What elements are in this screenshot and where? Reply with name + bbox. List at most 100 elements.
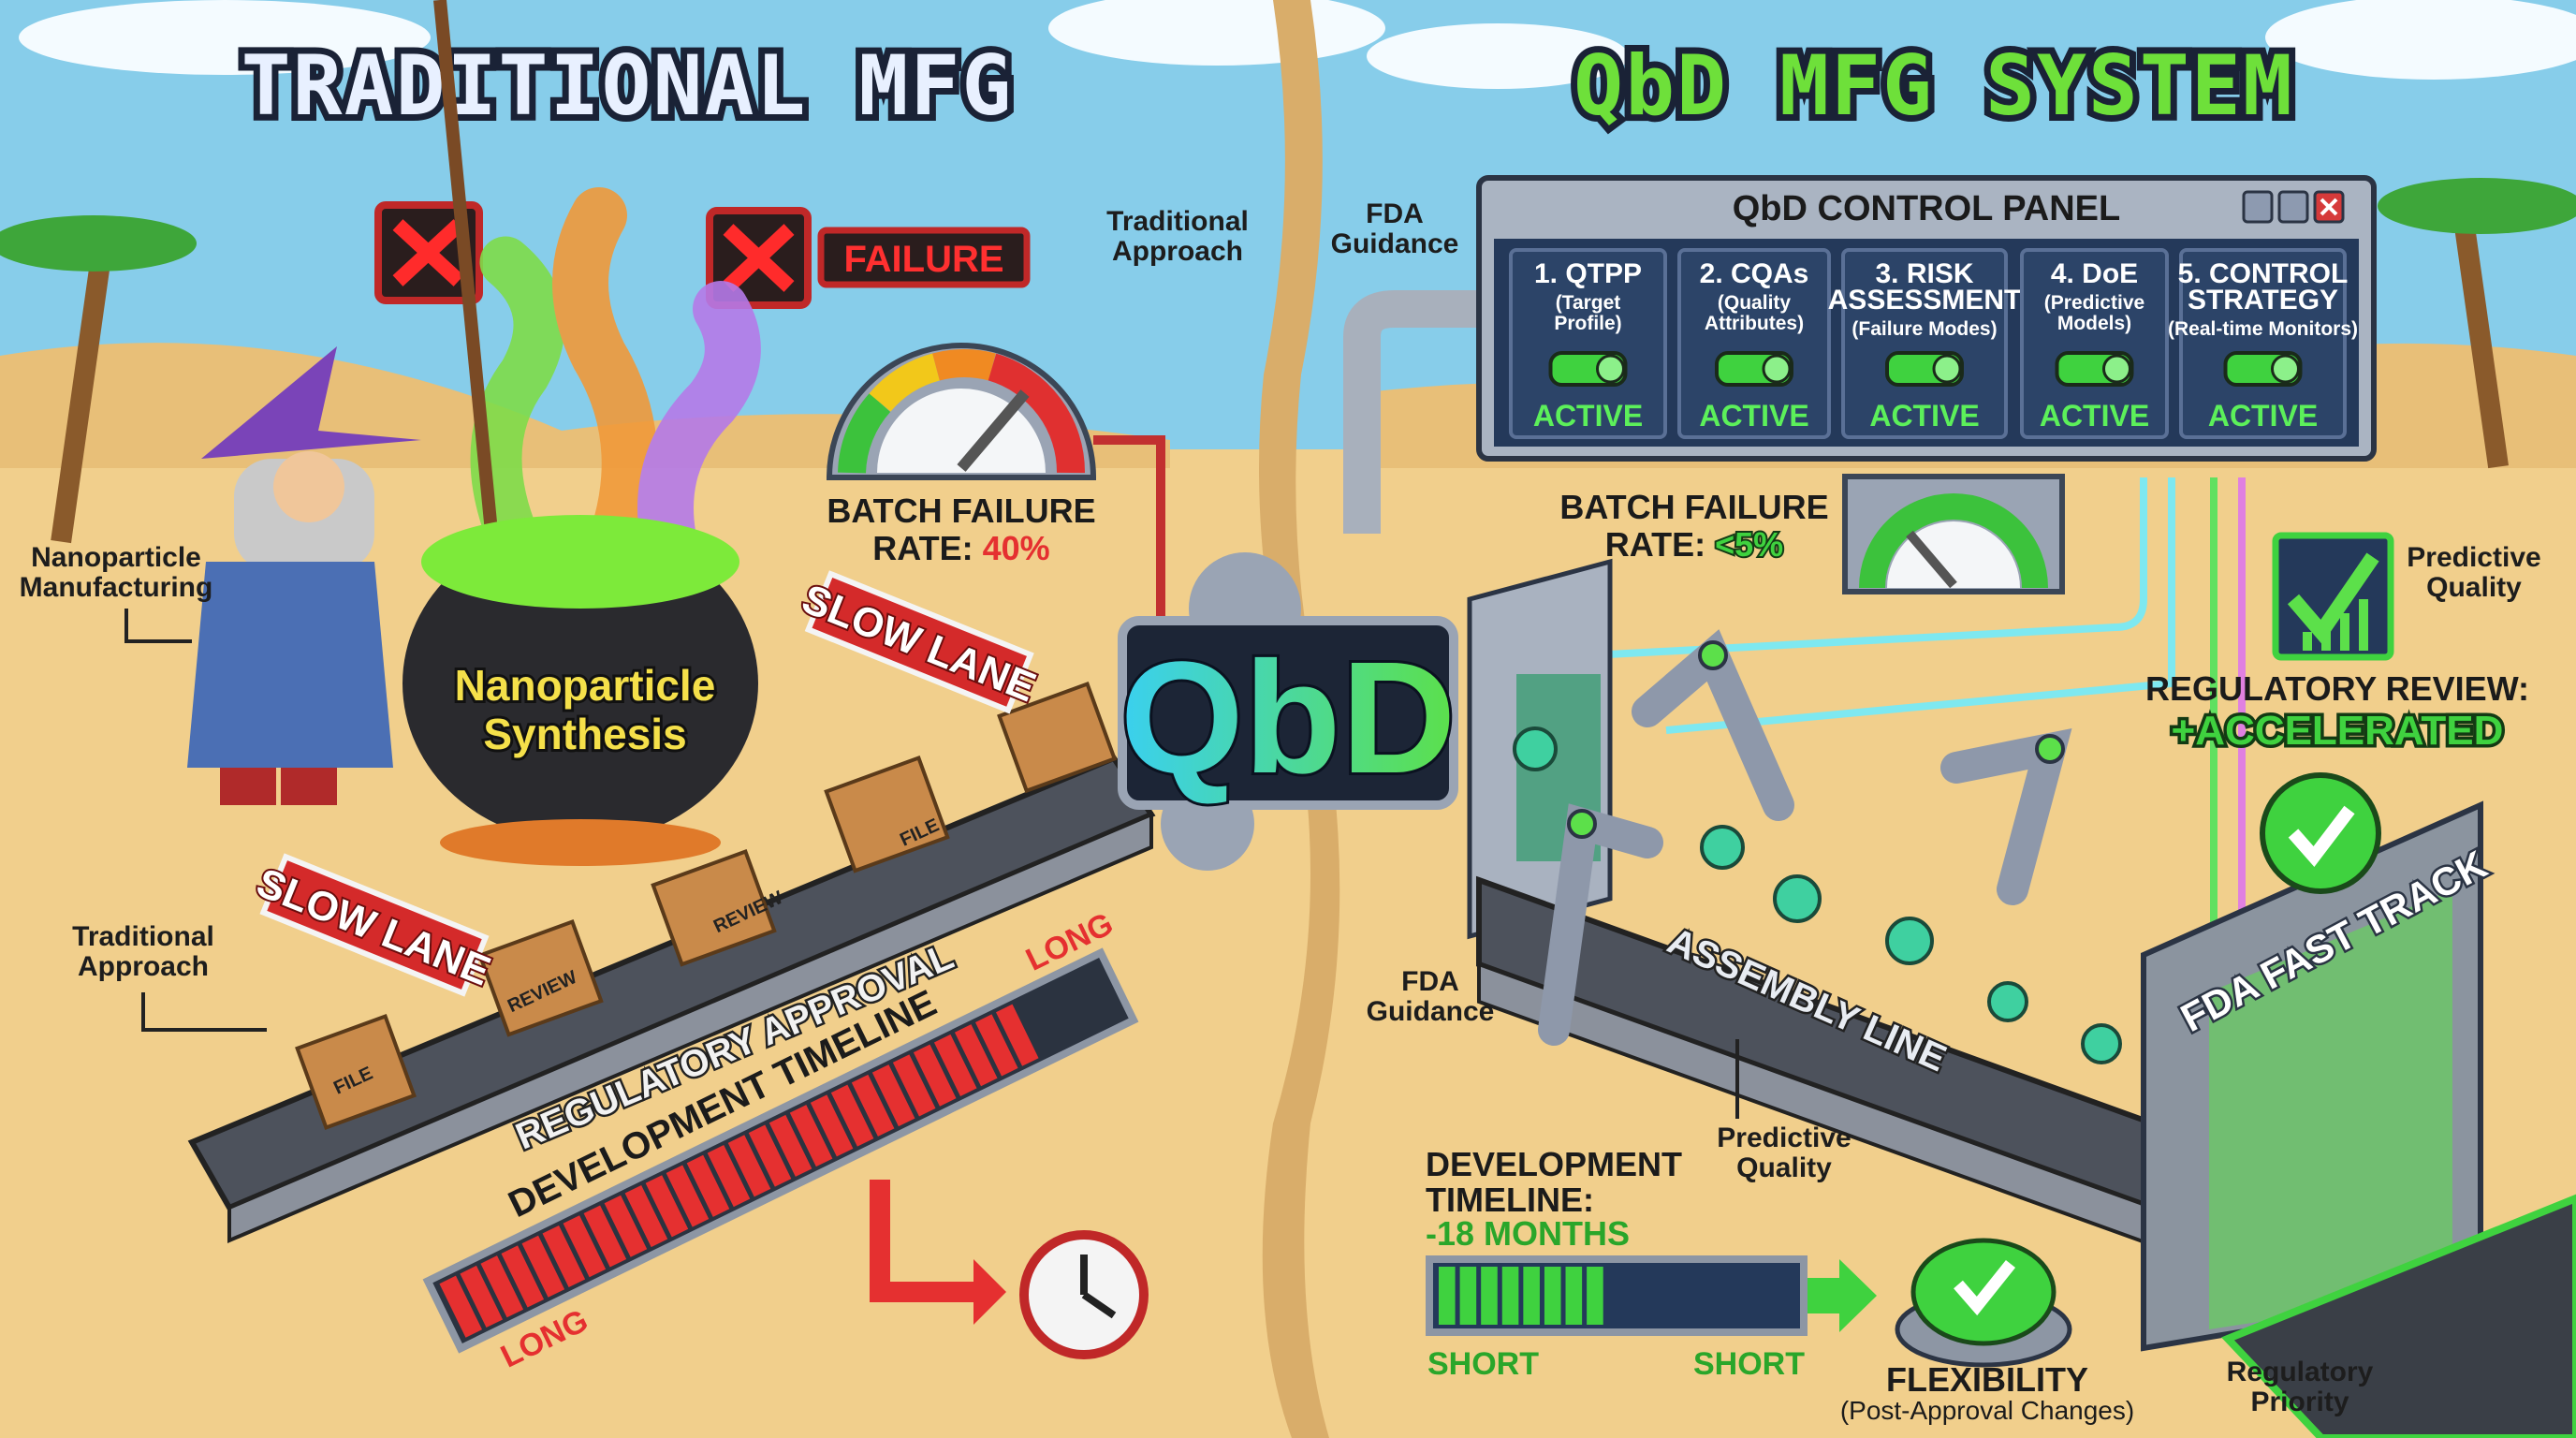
timeline-segment: [1459, 1267, 1477, 1325]
regulatory-review-label: REGULATORY REVIEW:: [2145, 669, 2529, 708]
step-title: 3. RISK: [1875, 258, 1973, 289]
development-timeline-qbd: [1426, 1255, 1877, 1336]
timeline-segment: [542, 1225, 586, 1288]
timeline-segment: [727, 1135, 771, 1197]
red-arrow-icon: [870, 1180, 973, 1302]
timeline-segment: [768, 1114, 812, 1177]
step-status: ACTIVE: [1699, 399, 1808, 433]
timeline-segment: [851, 1074, 895, 1137]
check-icon: [1954, 1259, 2016, 1316]
svg-text:Synthesis: Synthesis: [483, 710, 686, 758]
timeline-segment: [583, 1205, 627, 1268]
flexibility-subtitle: (Post-Approval Changes): [1840, 1396, 2134, 1425]
timeline-segment: [439, 1275, 483, 1338]
timeline-segment: [810, 1094, 854, 1157]
batch-failure-rate-qbd: RATE: <5%: [1605, 525, 1783, 564]
minimize-button[interactable]: [2242, 190, 2274, 224]
gauge-traditional: [826, 343, 1165, 618]
approved-check-icon: [2260, 772, 2381, 894]
svg-text:FAILURE: FAILURE: [843, 239, 1003, 280]
timeline-segment: [1501, 1267, 1519, 1325]
step-title: 1. QTPP: [1534, 258, 1642, 289]
timeline-end-qbd: SHORT: [1693, 1346, 1805, 1382]
batch-failure-rate: RATE: 40%: [872, 529, 1049, 567]
close-button[interactable]: [2313, 190, 2345, 224]
close-icon: [2320, 198, 2338, 216]
clock-icon: [1019, 1230, 1149, 1359]
timeline-fill: [439, 1004, 1039, 1338]
flexibility-title: FLEXIBILITY: [1886, 1360, 2088, 1399]
qbd-logo-sign: QbD: [1118, 552, 1458, 871]
timeline-segment: [480, 1255, 524, 1318]
timeline-segment: [1565, 1267, 1583, 1325]
toggle-switch[interactable]: [1548, 351, 1628, 387]
flexibility-button[interactable]: [1895, 1238, 2072, 1368]
gauge-needle: [957, 389, 1030, 472]
timeline-segment: [1544, 1267, 1561, 1325]
timeline-segment: [789, 1105, 833, 1167]
cauldron: Nanoparticle Synthesis: [402, 515, 758, 866]
timeline-segment: [830, 1084, 874, 1147]
timeline-segment: [1481, 1267, 1498, 1325]
toggle-switch[interactable]: [1715, 351, 1793, 387]
step-status: ACTIVE: [2208, 399, 2318, 433]
maximize-button[interactable]: [2277, 190, 2309, 224]
step-subtitle: Models): [2057, 313, 2131, 334]
toggle-switch[interactable]: [1885, 351, 1964, 387]
palm-tree-icon: [0, 178, 2576, 544]
step-title: 4. DoE: [2051, 258, 2138, 289]
timeline-segment: [748, 1124, 792, 1187]
step-subtitle: (Target: [1556, 292, 1621, 314]
timeline-segment: [995, 1004, 1039, 1066]
assembly-line-conveyor: ASSEMBLY LINE: [1476, 726, 2156, 1248]
step-title: ASSESSMENT: [1828, 285, 2022, 315]
timeline-segment: [501, 1245, 545, 1308]
step-title: 5. CONTROL: [2178, 258, 2349, 289]
step-status: ACTIVE: [1533, 399, 1643, 433]
step-subtitle: Profile): [1554, 313, 1621, 334]
smoke-plumes: [470, 187, 761, 590]
svg-text:Nanoparticle: Nanoparticle: [455, 661, 716, 710]
timeline-segment: [707, 1145, 751, 1208]
error-x-icon: [374, 201, 483, 304]
step-title: 2. CQAs: [1700, 258, 1809, 289]
gauge-needle: [1906, 530, 1957, 589]
step-title: STRATEGY: [2188, 285, 2338, 315]
batch-failure-label: BATCH FAILURE: [827, 492, 1095, 530]
robot-joint: [1567, 640, 2065, 839]
step-status: ACTIVE: [1869, 399, 1979, 433]
timeline-segment: [913, 1044, 957, 1107]
timeline-segment: [933, 1034, 977, 1096]
document-box: FILE: [824, 756, 950, 873]
timeline-value-qbd: -18 MONTHS: [1426, 1214, 1630, 1253]
timeline-segment: [604, 1195, 648, 1257]
document-box: FILE: [295, 1014, 417, 1130]
nanoparticle-product: [1513, 726, 2122, 1064]
wizard: [187, 0, 503, 805]
title-qbd: QbD MFG SYSTEM: [1573, 37, 2294, 134]
timeline-segment: [1587, 1267, 1603, 1325]
toggle-switch[interactable]: [2223, 351, 2303, 387]
timeline-segment: [460, 1265, 504, 1328]
regulatory-review-value: +ACCELERATED: [2172, 708, 2504, 754]
step-subtitle: (Failure Modes): [1852, 318, 1997, 340]
toggle-switch[interactable]: [2055, 351, 2134, 387]
arrow-icon: [141, 992, 267, 1032]
document-box: [997, 682, 1118, 794]
title-traditional: TRADITIONAL MFG: [242, 37, 1014, 134]
arrow-icon: [124, 609, 192, 643]
batch-failure-label-qbd: BATCH FAILURE: [1559, 488, 1828, 526]
step-subtitle: (Predictive: [2044, 292, 2144, 314]
timeline-segment: [686, 1154, 730, 1217]
